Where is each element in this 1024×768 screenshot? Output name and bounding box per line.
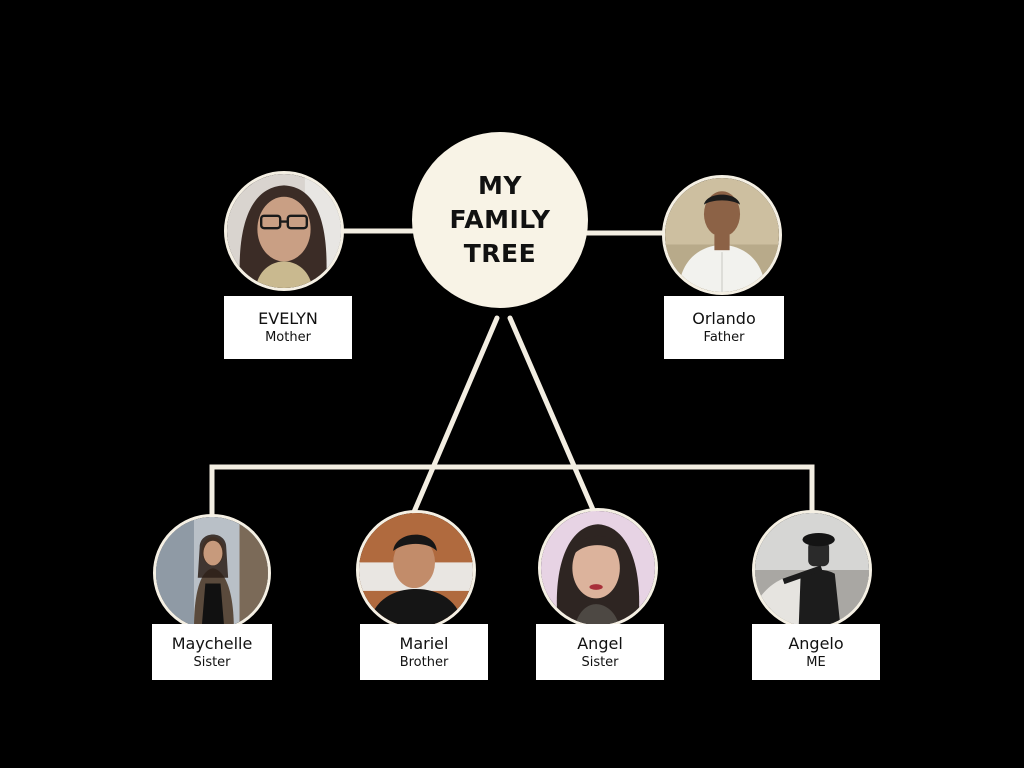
mother-name: EVELYN bbox=[258, 309, 318, 328]
angel-card: Angel Sister bbox=[536, 624, 664, 680]
maychelle-photo bbox=[153, 514, 271, 632]
maychelle-role: Sister bbox=[193, 654, 231, 670]
mariel-role: Brother bbox=[399, 654, 449, 670]
left-diagonal-connector bbox=[411, 315, 500, 515]
father-name: Orlando bbox=[692, 309, 756, 328]
father-card: Orlando Father bbox=[664, 296, 784, 359]
father-role: Father bbox=[703, 330, 745, 345]
mother-role: Mother bbox=[265, 330, 311, 345]
family-tree-title: MY FAMILY TREE bbox=[449, 171, 551, 268]
angel-role: Sister bbox=[581, 654, 619, 670]
angelo-role: ME bbox=[806, 654, 826, 670]
right-diagonal-connector bbox=[507, 315, 597, 515]
angelo-card: Angelo ME bbox=[752, 624, 880, 680]
angelo-photo bbox=[752, 510, 872, 630]
mariel-name: Mariel bbox=[399, 633, 449, 653]
angel-photo bbox=[538, 508, 658, 628]
angel-name: Angel bbox=[577, 633, 623, 653]
angelo-name: Angelo bbox=[788, 633, 844, 653]
family-tree-title-node: MY FAMILY TREE bbox=[412, 132, 588, 308]
mother-card: EVELYN Mother bbox=[224, 296, 352, 359]
father-photo bbox=[662, 175, 782, 295]
mother-photo bbox=[224, 171, 344, 291]
maychelle-card: Maychelle Sister bbox=[152, 624, 272, 680]
maychelle-name: Maychelle bbox=[171, 633, 253, 653]
mariel-photo bbox=[356, 510, 476, 630]
mariel-card: Mariel Brother bbox=[360, 624, 488, 680]
children-bar-connector bbox=[209, 464, 815, 523]
